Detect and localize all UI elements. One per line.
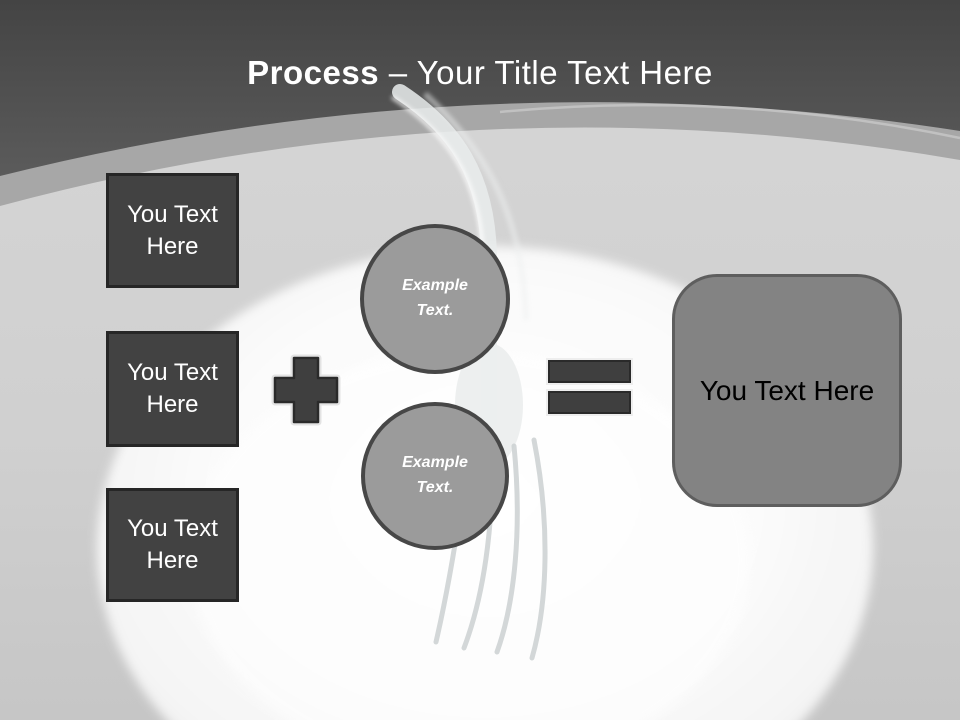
input-box-1[interactable]: You Text Here [106, 173, 239, 288]
input-box-3-label: You Text Here [127, 515, 218, 574]
input-box-2-label: You Text Here [127, 359, 218, 418]
slide-title-emphasis: Process [247, 54, 380, 91]
slide-title-rest: – Your Title Text Here [388, 54, 713, 91]
result-box[interactable]: You Text Here [672, 274, 902, 507]
example-circle-1-label: Example Text. [402, 277, 468, 319]
slide-title[interactable]: Process – Your Title Text Here [0, 54, 960, 92]
result-box-label: You Text Here [699, 374, 875, 406]
equals-icon-bar-top[interactable] [548, 360, 631, 383]
example-circle-2[interactable]: Example Text. [361, 402, 509, 550]
equals-icon-bar-bottom[interactable] [548, 391, 631, 414]
example-circle-1[interactable]: Example Text. [360, 224, 510, 374]
input-box-2[interactable]: You Text Here [106, 331, 239, 447]
header-arc [0, 0, 960, 206]
example-circle-2-label: Example Text. [402, 454, 468, 496]
plus-icon[interactable] [265, 348, 347, 432]
input-box-3[interactable]: You Text Here [106, 488, 239, 602]
input-box-1-label: You Text Here [127, 200, 218, 260]
